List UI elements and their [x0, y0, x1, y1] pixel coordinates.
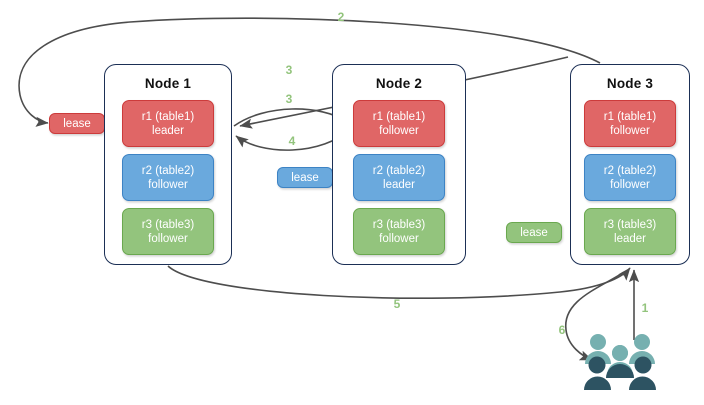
edge-step-5	[167, 265, 631, 300]
replica-role: follower	[610, 178, 650, 191]
node-title-node1: Node 1	[144, 76, 192, 91]
replica-role: leader	[383, 178, 415, 191]
replica-node1-r2[interactable]: r2 (table2) follower	[122, 154, 214, 201]
replica-node1-r3[interactable]: r3 (table3) follower	[122, 208, 214, 255]
node-box-node2[interactable]: Node 2 r1 (table1) follower r2 (table2) …	[332, 64, 466, 265]
replica-node2-r2[interactable]: r2 (table2) leader	[353, 154, 445, 201]
replica-role: follower	[379, 232, 419, 245]
step-label-4: 4	[288, 134, 296, 148]
replica-node1-r1[interactable]: r1 (table1) leader	[122, 100, 214, 147]
node-title-node2: Node 2	[375, 76, 423, 91]
replica-role: follower	[379, 124, 419, 137]
replica-name: r1 (table1)	[603, 110, 657, 123]
people-group-icon	[584, 330, 656, 396]
replica-name: r3 (table3)	[372, 218, 426, 231]
replica-role: leader	[614, 232, 646, 245]
replica-name: r3 (table3)	[603, 218, 657, 231]
node-title-node3: Node 3	[606, 76, 654, 91]
replica-name: r1 (table1)	[372, 110, 426, 123]
replica-name: r2 (table2)	[141, 164, 195, 177]
step-label-3-lower: 3	[285, 92, 293, 106]
replica-name: r2 (table2)	[603, 164, 657, 177]
edge-step-3-to-node2	[233, 108, 349, 127]
replica-name: r3 (table3)	[141, 218, 195, 231]
lease-label: lease	[520, 226, 548, 239]
lease-chip-green[interactable]: lease	[506, 222, 562, 243]
replica-node2-r3[interactable]: r3 (table3) follower	[353, 208, 445, 255]
replica-name: r1 (table1)	[141, 110, 195, 123]
replica-role: follower	[148, 178, 188, 191]
replica-node3-r2[interactable]: r2 (table2) follower	[584, 154, 676, 201]
replica-role: follower	[148, 232, 188, 245]
step-label-2: 2	[337, 10, 345, 24]
replica-role: follower	[610, 124, 650, 137]
replica-role: leader	[152, 124, 184, 137]
lease-chip-blue[interactable]: lease	[277, 167, 333, 188]
step-label-6: 6	[558, 323, 566, 337]
replica-name: r2 (table2)	[372, 164, 426, 177]
step-label-3-upper: 3	[285, 63, 293, 77]
replica-node3-r1[interactable]: r1 (table1) follower	[584, 100, 676, 147]
replica-node3-r3[interactable]: r3 (table3) leader	[584, 208, 676, 255]
step-label-1: 1	[641, 301, 649, 315]
lease-label: lease	[291, 171, 319, 184]
node-box-node3[interactable]: Node 3 r1 (table1) follower r2 (table2) …	[570, 64, 690, 265]
step-label-5: 5	[393, 297, 401, 311]
lease-label: lease	[63, 117, 91, 130]
lease-chip-red[interactable]: lease	[49, 113, 105, 134]
replica-node2-r1[interactable]: r1 (table1) follower	[353, 100, 445, 147]
node-box-node1[interactable]: Node 1 r1 (table1) leader r2 (table2) fo…	[104, 64, 232, 265]
